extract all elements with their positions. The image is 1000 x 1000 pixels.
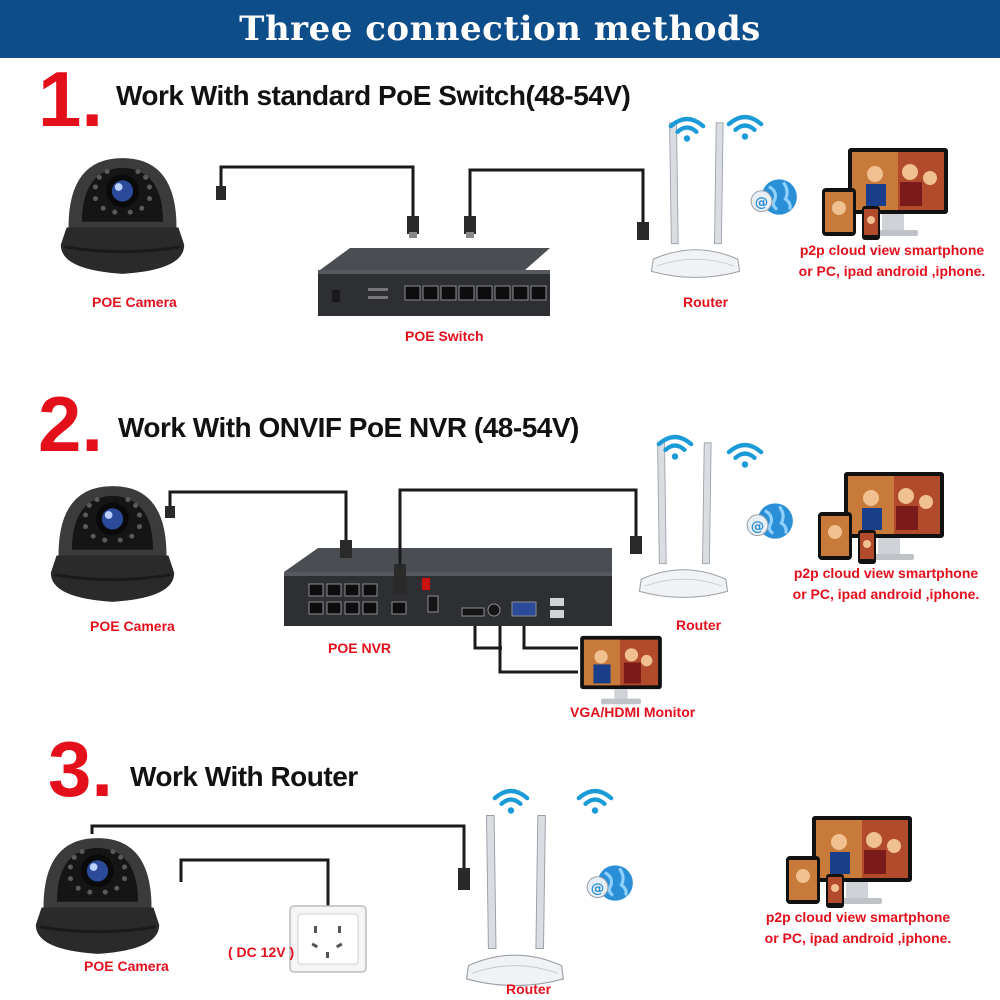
monitor-label: VGA/HDMI Monitor [570,704,696,720]
p2p-line-1: p2p cloud view smartphone [799,242,985,258]
p2p-line-1: p2p cloud view smartphone [793,565,979,581]
banner-title: Three connection methods [239,9,761,49]
step-number-1: 1. [38,55,104,143]
wifi-icon [579,791,611,814]
wifi-icon [495,791,527,814]
camera-label-1: POE Camera [92,294,177,310]
camera-label-2: POE Camera [90,618,175,634]
view-devices-icon [818,472,944,564]
step-title-3: Work With Router [130,761,358,792]
poe-camera-icon [59,156,186,276]
p2p-line-2: or PC, ipad android ,iphone. [792,586,980,602]
step-number-3: 3. [48,725,114,813]
monitor-icon [580,635,662,705]
cloud-globe-icon [749,177,799,217]
router-label-3: Router [506,981,552,997]
poe-camera-icon [34,836,161,956]
ethernet-cables-3 [90,824,466,906]
router-icon [465,814,565,987]
title-banner: Three connection methods [0,0,1000,58]
camera-label-3: POE Camera [84,958,169,974]
p2p-description-1: p2p cloud view smartphone or PC, ipad an… [786,240,998,282]
step-title-1: Work With standard PoE Switch(48-54V) [116,80,631,111]
wifi-icon [729,117,761,140]
power-label: ( DC 12V ) [228,944,295,960]
p2p-description-2: p2p cloud view smartphone or PC, ipad an… [780,563,992,605]
switch-label: POE Switch [405,328,484,344]
step-title-2: Work With ONVIF PoE NVR (48-54V) [118,412,579,443]
wifi-icon [729,445,761,468]
power-outlet-icon [289,905,367,973]
router-icon [650,122,741,278]
router-label-2: Router [676,617,722,633]
p2p-line-1: p2p cloud view smartphone [765,909,951,925]
step-number-2: 2. [38,380,104,468]
router-label-1: Router [683,294,729,310]
nvr-icon [284,548,612,626]
ethernet-cables-1 [219,165,645,226]
cloud-globe-icon [585,863,635,903]
nvr-label: POE NVR [328,640,392,656]
poe-switch-icon [318,248,550,316]
p2p-line-2: or PC, ipad android ,iphone. [764,930,952,946]
ethernet-cables-2 [168,488,638,674]
router-icon [638,442,729,598]
p2p-line-2: or PC, ipad android ,iphone. [798,263,986,279]
view-devices-icon [822,148,948,240]
p2p-description-3: p2p cloud view smartphone or PC, ipad an… [752,907,964,949]
cloud-globe-icon [745,501,795,541]
view-devices-icon [786,816,912,908]
poe-camera-icon [49,484,176,604]
